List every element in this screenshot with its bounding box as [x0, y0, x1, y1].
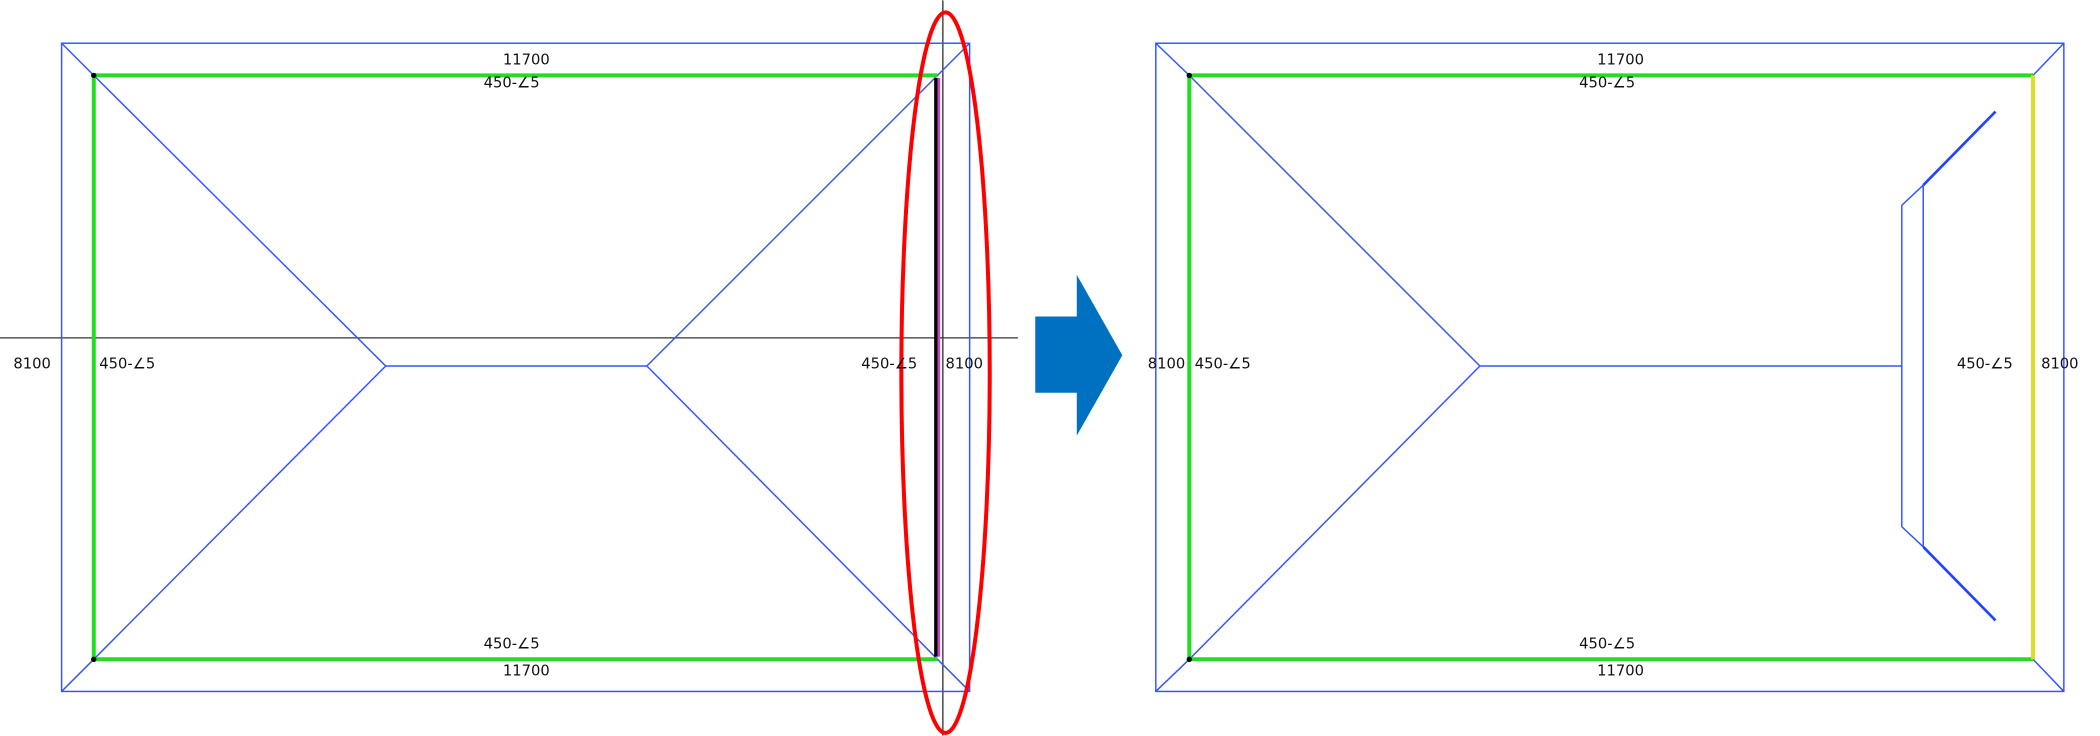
- right-length-label: 8100: [946, 356, 983, 373]
- top-length-label: 11700: [503, 52, 550, 69]
- left-slope-label: 450-∠5: [1195, 356, 1251, 373]
- top-length-label: 11700: [1597, 52, 1644, 69]
- arrow-right-icon: [1035, 274, 1123, 436]
- modified-hip-lines: [1922, 110, 1997, 622]
- top-slope-label: 450-∠5: [484, 74, 540, 91]
- left-length-label: 8100: [1148, 356, 1185, 373]
- eave-lines[interactable]: [1187, 73, 2034, 662]
- bottom-length-label: 11700: [503, 662, 550, 679]
- top-slope-label: 450-∠5: [1579, 74, 1635, 91]
- left-slope-label: 450-∠5: [99, 356, 155, 373]
- right-slope-label: 450-∠5: [861, 356, 917, 373]
- bottom-slope-label: 450-∠5: [484, 636, 540, 653]
- bottom-length-label: 11700: [1597, 662, 1644, 679]
- eave-lines[interactable]: [91, 73, 938, 662]
- corner-point[interactable]: [1186, 72, 1192, 79]
- corner-point[interactable]: [91, 656, 97, 662]
- hip-lines: [61, 42, 971, 692]
- highlight-ellipse: [899, 10, 992, 735]
- bottom-slope-label: 450-∠5: [1579, 636, 1635, 653]
- hip-lines: [1155, 42, 2065, 692]
- before-roof-plan: 11700 450-∠5 450-∠5 11700 8100 450-∠5 45…: [0, 0, 1018, 736]
- after-roof-plan: 11700 450-∠5 450-∠5 11700 8100 450-∠5 45…: [1148, 42, 2079, 693]
- outer-outline: [1155, 42, 2065, 693]
- left-length-label: 8100: [13, 356, 50, 373]
- right-slope-label: 450-∠5: [1957, 356, 2013, 373]
- corner-point[interactable]: [1186, 656, 1192, 662]
- corner-point[interactable]: [91, 72, 97, 79]
- right-length-label: 8100: [2041, 356, 2078, 373]
- outer-outline: [60, 42, 971, 693]
